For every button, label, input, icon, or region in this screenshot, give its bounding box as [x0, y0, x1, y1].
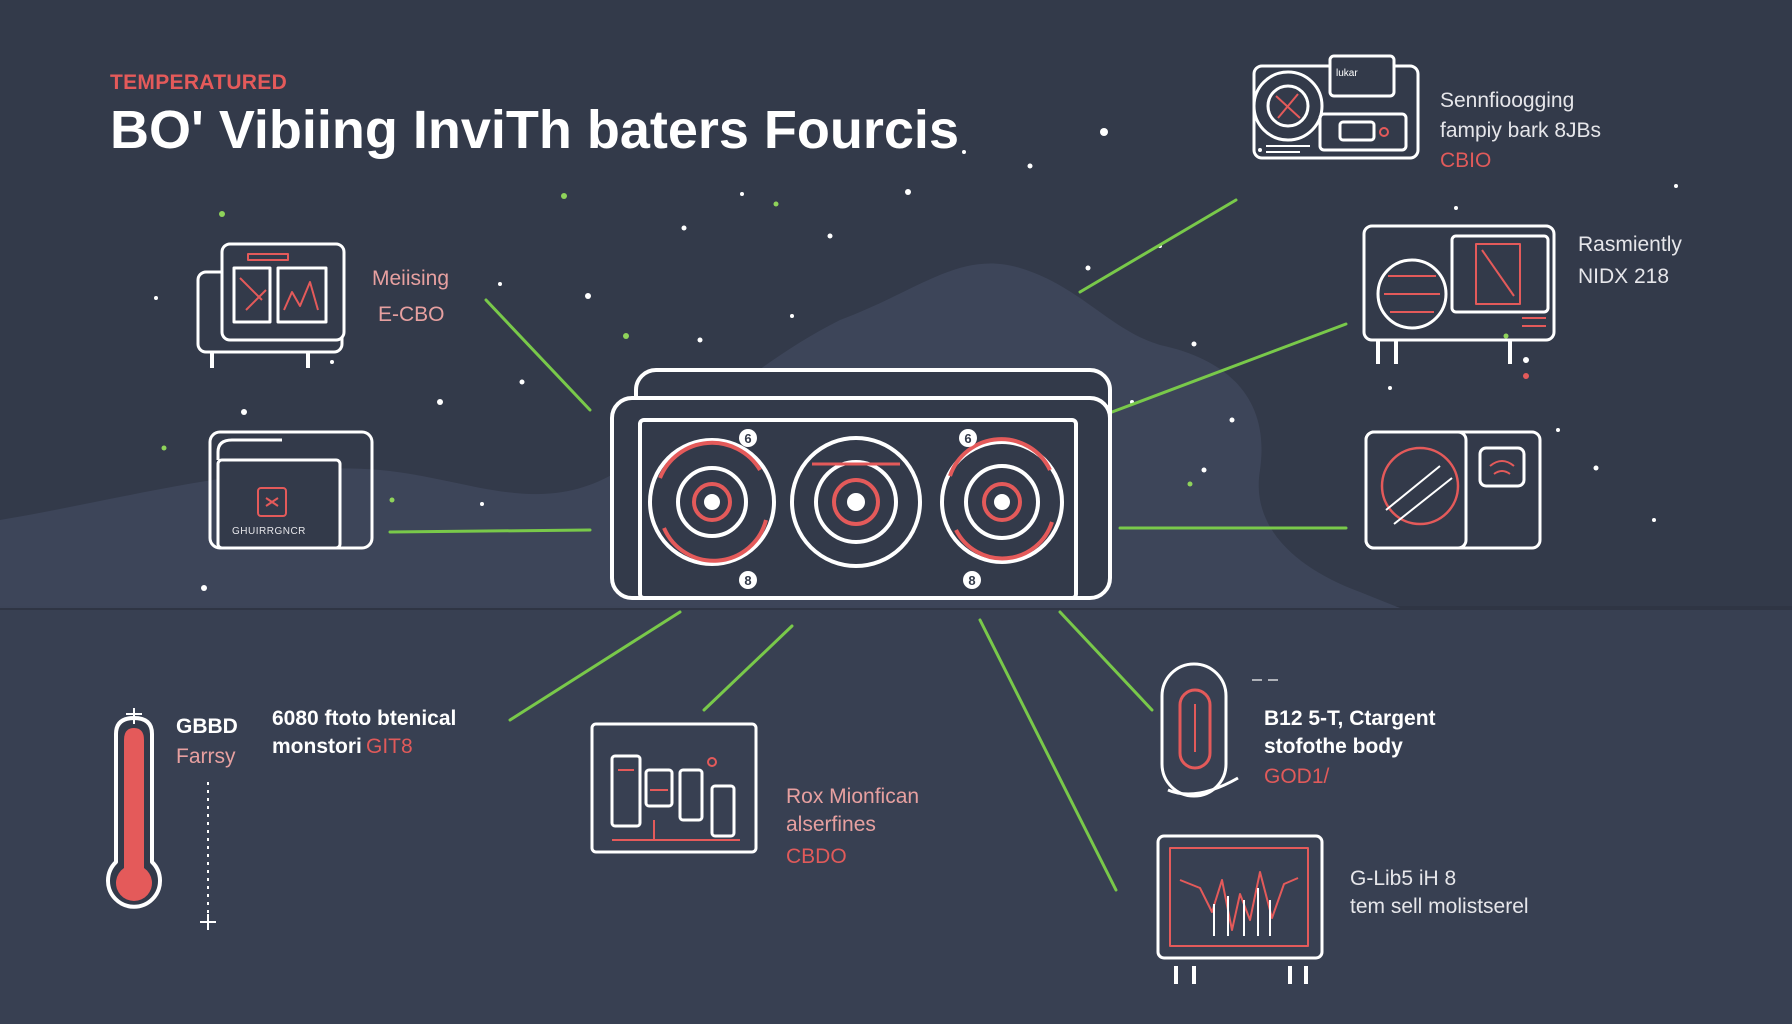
page-title: BO' Vibiing InviTh baters Fourcis — [110, 100, 959, 160]
projector-tag: lukar — [1336, 68, 1358, 79]
callout-top-left-line2: E-CBO — [378, 303, 445, 326]
callout-bottom-center-line2: alserfines — [786, 813, 876, 836]
machinery-icon — [590, 722, 758, 854]
callout-bottom-center-line3: CBDO — [786, 845, 847, 868]
lower-band — [0, 608, 1792, 1024]
thermometer-scale — [200, 782, 216, 930]
server-box-icon — [208, 430, 374, 550]
central-device — [610, 368, 1112, 600]
thermometer-icon — [106, 708, 162, 909]
dial-number-4: 8 — [968, 573, 975, 588]
callout-bottom-left-line1: 6080 ftoto btenical — [272, 707, 457, 730]
callout-bottom-right-b-line1: G-Lib5 iH 8 — [1350, 867, 1457, 890]
dial-right — [940, 437, 1064, 564]
callout-right-upper-line1: Rasmiently — [1578, 233, 1682, 256]
callout-bottom-right-b-line2: tem sell molistserel — [1350, 895, 1529, 918]
capsule-sensor-icon — [1160, 662, 1278, 798]
callout-top-right-line1: Sennfioogging — [1440, 89, 1575, 112]
projector-device-icon — [1252, 54, 1420, 160]
callout-bottom-right-a-line2: stofothe body — [1264, 735, 1403, 758]
dial-number-badges: 6 6 8 8 — [739, 429, 981, 589]
callout-therm-line2: Farrsy — [176, 745, 236, 768]
waveform-monitor-icon — [1156, 834, 1324, 984]
dial-number-3: 8 — [744, 573, 751, 588]
callout-bottom-right-a-line3: GOD1/ — [1264, 765, 1330, 788]
dial-number-2: 6 — [964, 431, 971, 446]
callout-bottom-right-a-line1: B12 5-T, Ctargent — [1264, 707, 1436, 730]
callout-right-upper-line2: NIDX 218 — [1578, 265, 1670, 288]
electrical-panel-icon — [196, 242, 346, 368]
connector-lines — [388, 198, 1348, 892]
dial-number-1: 6 — [744, 431, 751, 446]
dial-center — [790, 436, 922, 568]
callout-bottom-left-line2: monstori — [272, 735, 362, 758]
callout-therm-line1: GBBD — [176, 715, 238, 738]
sensor-camera-icon — [1364, 430, 1542, 550]
server-box-caption: GHUIRRGNCR — [232, 526, 306, 537]
callout-bottom-center-line1: Rox Mionfican — [786, 785, 920, 808]
monitor-unit-icon — [1362, 224, 1556, 379]
kicker-label: TEMPERATURED — [110, 71, 288, 94]
dial-left — [648, 438, 776, 566]
callout-top-right-line3: CBIO — [1440, 149, 1492, 172]
callout-bottom-left-line2b: GIT8 — [366, 735, 413, 758]
callout-top-right-line2: fampiy bark 8JBs — [1440, 119, 1602, 142]
callout-top-left-line1: Meiising — [372, 267, 450, 290]
